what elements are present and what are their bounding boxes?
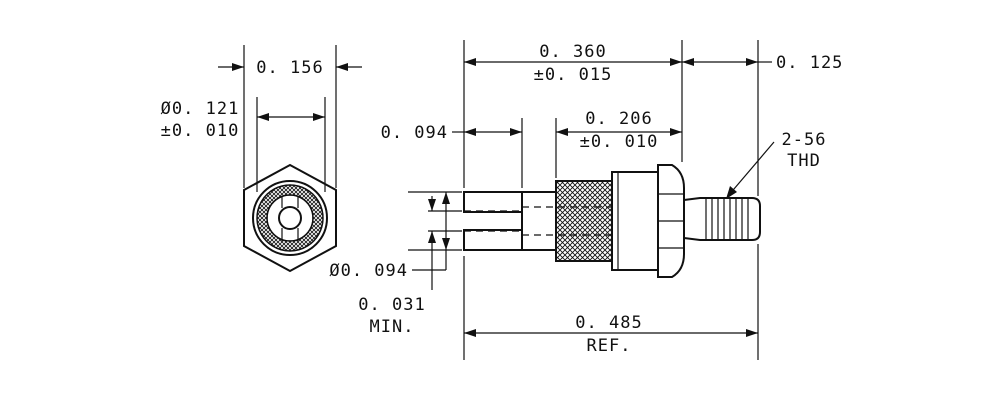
label-diameter-inner: Ø0. 121 (161, 99, 240, 119)
label-pin-diameter: Ø0. 094 (329, 261, 408, 281)
inner-bore (266, 194, 314, 242)
contact-finger-bottom (463, 229, 523, 251)
label-thread-spec: 2-56 (782, 130, 827, 150)
arrow-slot-width-bottom (428, 231, 436, 243)
outer-ring (252, 180, 328, 256)
hex-nut-outline (243, 163, 337, 273)
thread-leader-line (727, 141, 775, 197)
label-thread-suffix: THD (787, 151, 821, 171)
threaded-stud (683, 197, 761, 241)
arrow-pin-diameter-bottom (442, 238, 450, 250)
contact-finger-top (463, 191, 523, 213)
arrow-thread-right (746, 58, 758, 66)
arrow-reference-left (464, 329, 476, 337)
label-thread-length: 0. 125 (776, 53, 843, 73)
arrow-shoulder-left (556, 128, 568, 136)
label-reference-note: REF. (587, 336, 632, 356)
arrow-overall-left (464, 58, 476, 66)
end-view: 0. 156 Ø0. 121 ±0. 010 (161, 45, 362, 273)
label-diameter-inner-tol: ±0. 010 (161, 121, 240, 141)
center-pin (278, 206, 302, 230)
side-view: 0. 360 ±0. 015 0. 125 0. 094 0. 206 ±0. … (329, 40, 843, 360)
label-slot-depth: 0. 094 (381, 123, 448, 143)
label-slot-width: 0. 031 (358, 295, 425, 315)
arrow-shoulder-right (670, 128, 682, 136)
thread-leader-arrow (726, 186, 737, 199)
arrow-reference-right (746, 329, 758, 337)
knurled-grip (555, 180, 613, 262)
label-reference-length: 0. 485 (575, 313, 642, 333)
label-overall-length-tol: ±0. 015 (534, 65, 613, 85)
arrow-bore-right (313, 113, 325, 121)
arrow-thread-left (682, 58, 694, 66)
label-slot-width-note: MIN. (370, 317, 415, 337)
arrow-overall-right (670, 58, 682, 66)
hex-nut-side (657, 164, 685, 278)
arrow-pin-diameter-top (442, 192, 450, 204)
arrow-hex-right (336, 63, 348, 71)
collar (611, 171, 659, 271)
arrow-hex-left (232, 63, 244, 71)
label-overall-length: 0. 360 (539, 42, 606, 62)
arrow-bore-left (257, 113, 269, 121)
label-shoulder-length-tol: ±0. 010 (580, 132, 659, 152)
arrow-slot-depth-left (464, 128, 476, 136)
arrow-slot-depth-right (510, 128, 522, 136)
label-shoulder-length: 0. 206 (585, 109, 652, 129)
arrow-slot-width-top (428, 199, 436, 211)
label-hex-width: 0. 156 (256, 58, 323, 78)
thread-lines (705, 198, 749, 240)
